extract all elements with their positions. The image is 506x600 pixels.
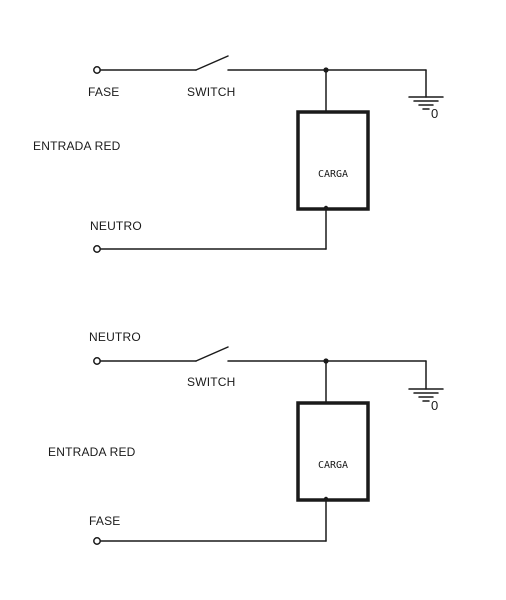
load-bottom-dot-2 — [323, 496, 329, 502]
input-label: ENTRADA RED — [48, 445, 136, 459]
bottom-terminal-label: FASE — [89, 514, 120, 528]
top-terminal-label: FASE — [88, 85, 119, 99]
load-box-2 — [296, 401, 370, 502]
load-box-1 — [296, 110, 370, 211]
terminal-bottom-1 — [93, 245, 101, 253]
terminal-top-1 — [93, 66, 101, 74]
terminal-bottom-2 — [93, 537, 101, 545]
load-bottom-dot-1 — [323, 205, 329, 211]
bottom-terminal-label: NEUTRO — [90, 219, 142, 233]
switch-blade-1 — [195, 55, 229, 71]
switch-label: SWITCH — [187, 375, 236, 389]
circuit-1: FASE SWITCH ENTRADA RED CARGA NEUTRO 0 — [33, 55, 444, 253]
ground-icon — [408, 96, 444, 110]
terminal-top-2 — [93, 357, 101, 365]
load-label: CARGA — [318, 169, 348, 180]
switch-blade-2 — [195, 346, 229, 362]
ground-label: 0 — [431, 106, 438, 121]
input-label: ENTRADA RED — [33, 139, 121, 153]
top-terminal-label: NEUTRO — [89, 330, 141, 344]
switch-label: SWITCH — [187, 85, 236, 99]
load-label: CARGA — [318, 460, 348, 471]
circuit-2: NEUTRO SWITCH ENTRADA RED CARGA FASE 0 — [48, 330, 444, 545]
ground-label: 0 — [431, 398, 438, 413]
ground-icon — [408, 388, 444, 402]
